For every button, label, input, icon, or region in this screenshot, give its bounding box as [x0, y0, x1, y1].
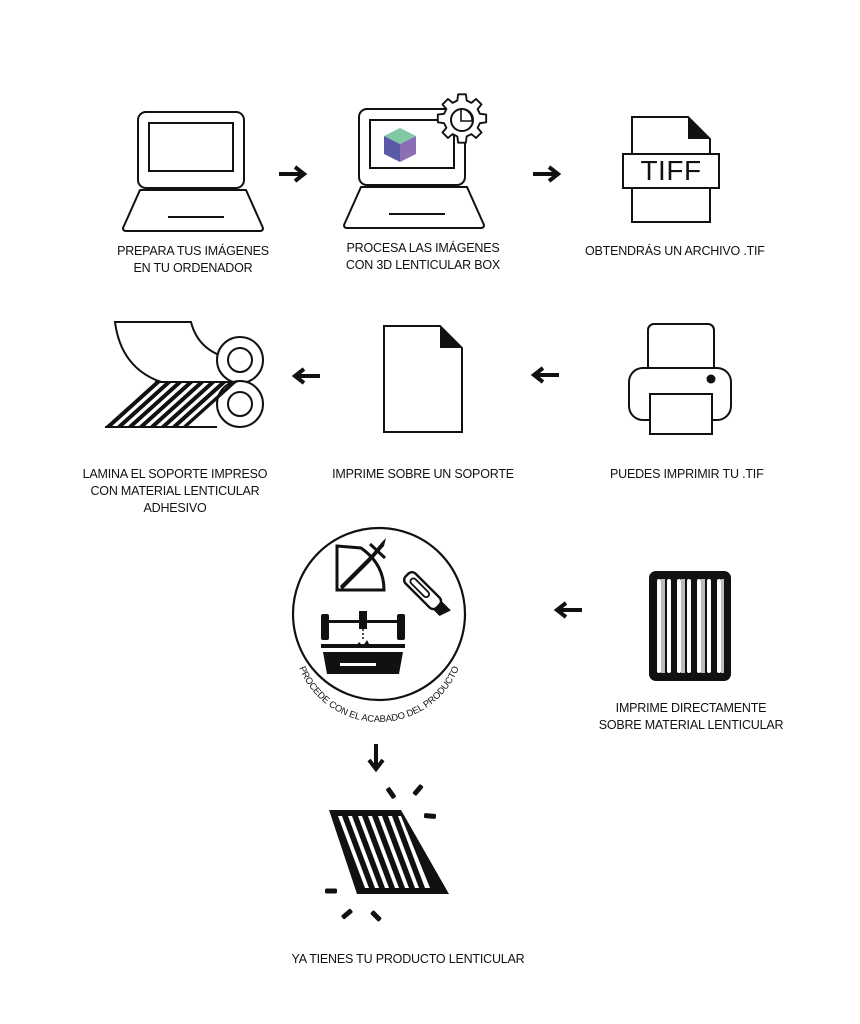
gear-icon: [436, 93, 488, 144]
tiff-file-icon: TIFF: [622, 116, 720, 224]
3d-cube-logo-icon: [384, 128, 416, 162]
tiff-label: TIFF: [640, 155, 702, 186]
arrow-left-icon: [553, 601, 584, 619]
step-laminate-line-1: LAMINA EL SOPORTE IMPRESO: [82, 467, 268, 481]
step-laminate-line-2: CON MATERIAL LENTICULAR: [90, 484, 260, 498]
laptop-icon: [122, 110, 264, 232]
lenticular-sheet-icon: [648, 570, 732, 682]
arrow-down-icon: [367, 742, 385, 773]
step-tif-file-label: OBTENDRÁS UN ARCHIVO .tif: [585, 243, 765, 260]
step-result-label: YA TIENES TU PRODUCTO LENTICULAR: [283, 951, 533, 968]
step-result-line-1: YA TIENES TU PRODUCTO LENTICULAR: [291, 952, 525, 966]
plotter-knife-icon: [335, 538, 387, 592]
step-process-label: PROCESA LAS IMÁGENES CON 3D LENTICULAR B…: [323, 240, 523, 274]
printer-icon: [628, 322, 732, 436]
step-print-tif-line-1: PUEDES IMPRIMIR TU .tif: [610, 467, 764, 481]
arrow-left-icon: [291, 367, 322, 385]
step-laminate-label: LAMINA EL SOPORTE IMPRESO CON MATERIAL L…: [78, 466, 272, 517]
step-print-tif-label: PUEDES IMPRIMIR TU .tif: [610, 466, 764, 483]
step-process-line-1: PROCESA LAS IMÁGENES: [346, 241, 500, 255]
step-prepare-line-2: EN TU ORDENADOR: [133, 261, 253, 275]
cutter-icon: [402, 570, 451, 617]
step-print-lenticular-line-2: SOBRE MATERIAL LENTICULAR: [598, 718, 784, 732]
laminator-rollers-icon: [103, 320, 267, 432]
step-prepare-line-1: PREPARA TUS IMÁGENES: [117, 244, 269, 258]
step-print-lenticular-label: IMPRIME DIRECTAMENTE SOBRE MATERIAL LENT…: [596, 700, 786, 734]
laptop-with-gear-icon: [343, 92, 493, 232]
arrow-right-icon: [531, 165, 562, 183]
step-laminate-line-3: ADHESIVO: [143, 501, 207, 515]
step-process-line-2: CON 3D LENTICULAR BOX: [345, 258, 501, 272]
step-prepare-label: PREPARA TUS IMÁGENES EN TU ORDENADOR: [93, 243, 293, 277]
step-print-support-line-1: IMPRIME SOBRE UN SOPORTE: [332, 467, 514, 481]
blank-sheet-icon: [383, 325, 463, 433]
finishing-tools-icon: PROCEDE CON EL ACABADO DEL PRODUCTO: [290, 524, 474, 724]
cnc-machine-icon: [321, 611, 405, 674]
step-tif-file-line-1: OBTENDRÁS UN ARCHIVO .tif: [585, 244, 765, 258]
lenticular-product-icon: [318, 780, 449, 926]
step-print-lenticular-line-1: IMPRIME DIRECTAMENTE: [615, 701, 767, 715]
arrow-right-icon: [277, 165, 308, 183]
step-print-support-label: IMPRIME SOBRE UN SOPORTE: [328, 466, 518, 483]
arrow-left-icon: [530, 366, 561, 384]
